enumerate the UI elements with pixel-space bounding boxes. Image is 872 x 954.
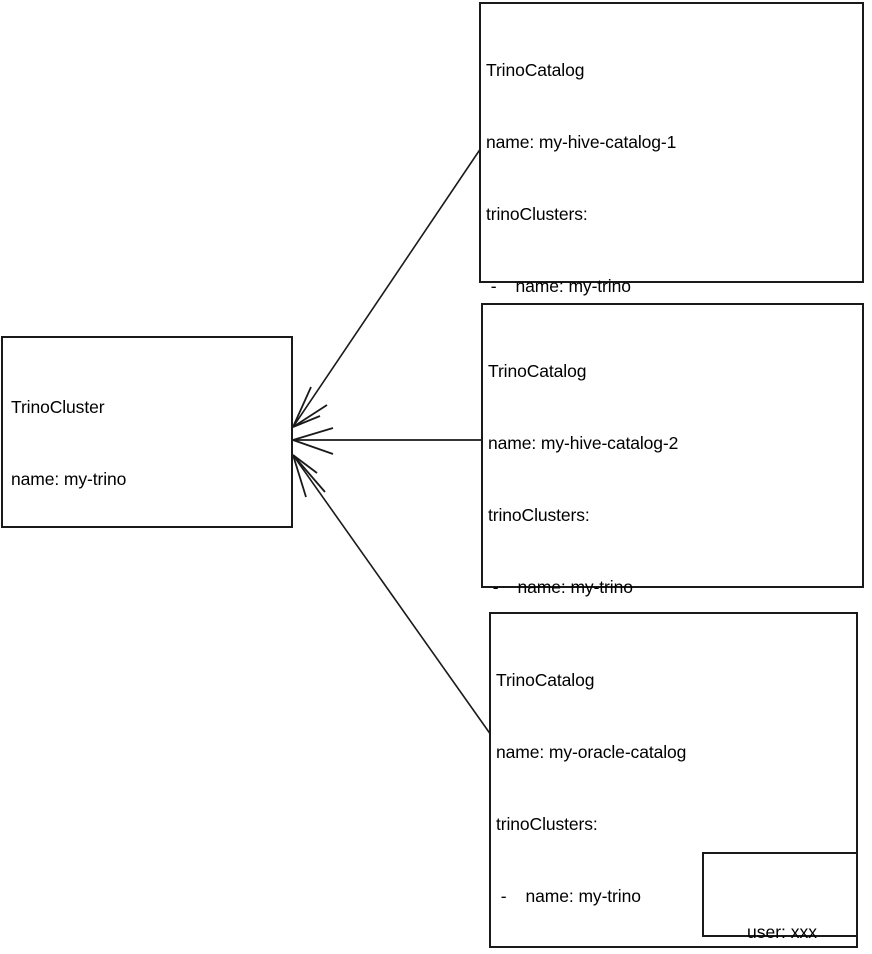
yaml-line: trinoClusters: [496,814,598,834]
yaml-line: TrinoCatalog [488,361,587,381]
secret-box-text: user: xxx password: xxx [704,872,860,954]
arrowhead-lower-wing [292,415,321,428]
arrowhead-upper-wing [292,427,334,441]
yaml-line: TrinoCluster [11,397,105,417]
oracle-credentials-secret-box[interactable]: user: xxx password: xxx [702,852,858,942]
yaml-line: name: my-oracle-catalog [496,742,687,762]
trino-catalog-yaml-oracle: TrinoCatalog name: my-oracle-catalog tri… [496,620,792,954]
yaml-line: name: my-hive-catalog-2 [488,433,679,453]
trino-catalog-box-hive-1[interactable]: TrinoCatalog name: my-hive-catalog-1 tri… [479,2,864,656]
edge-catalog3-to-cluster [292,454,492,736]
yaml-line: name: my-trino [11,469,127,489]
trino-cluster-yaml: TrinoCluster name: my-trino [11,347,126,539]
arrowhead-lower-wing [292,439,334,455]
arrowhead-extra-wing [292,386,312,428]
arrowhead-extra-wing [292,454,307,498]
trino-cluster-box[interactable]: TrinoCluster name: my-trino [1,336,293,528]
yaml-line: - name: my-trino [496,886,641,906]
secret-line-user: user: xxx [746,922,818,942]
trino-catalog-box-hive-2[interactable]: TrinoCatalog name: my-hive-catalog-2 tri… [481,303,864,885]
edge-catalog2-to-cluster [292,427,481,455]
yaml-line: TrinoCatalog [496,670,595,690]
arrowhead-upper-wing [292,404,328,428]
yaml-line: trinoClusters: [488,505,590,525]
yaml-line: TrinoCatalog [486,60,585,80]
yaml-line: name: my-hive-catalog-1 [486,132,677,152]
yaml-line: - name: my-trino [486,276,631,296]
arrowhead-lower-wing [292,454,326,493]
yaml-line: - name: my-trino [488,577,633,597]
arrowhead-upper-wing [292,454,318,474]
yaml-line: trinoClusters: [486,204,588,224]
edge-catalog1-to-cluster [292,147,482,428]
